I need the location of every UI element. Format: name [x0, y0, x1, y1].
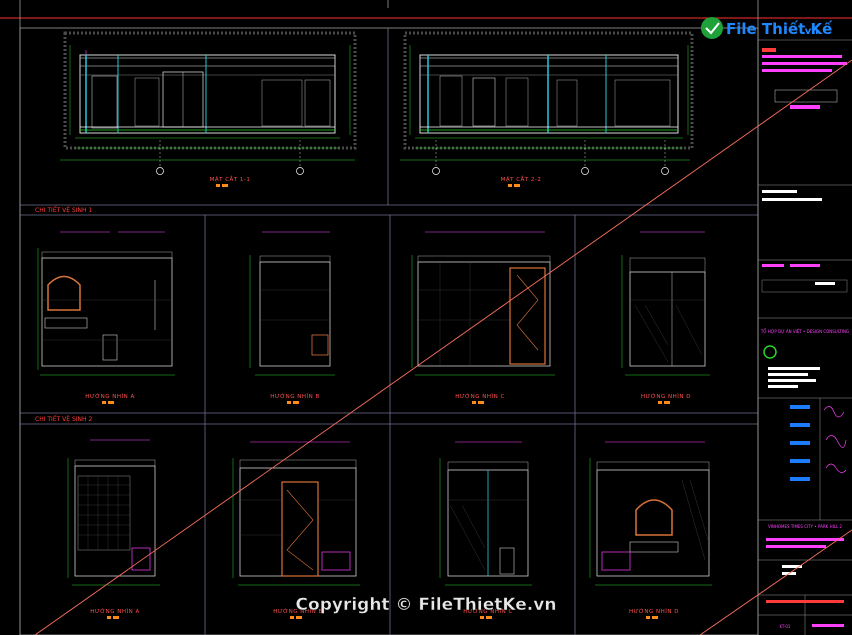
section-1-1-title: MẶT CẮT 1-1	[210, 175, 251, 183]
title-tag	[296, 616, 302, 619]
title-block-project: VINHOMES TIMES CITY • PARK HILL 2	[768, 524, 843, 529]
watermark-logo-suffix: .vn	[801, 26, 818, 37]
title-tag	[293, 401, 299, 404]
elevation-r2-a-title: HƯỚNG NHÌN A	[90, 608, 140, 615]
elevation-r1-d-title: HƯỚNG NHÌN D	[641, 393, 691, 400]
title-block-blue-bar	[790, 405, 810, 409]
title-tag	[646, 616, 650, 619]
title-block-line	[768, 385, 798, 388]
title-block-line	[766, 538, 844, 541]
title-block-line	[782, 565, 802, 568]
signature-icon	[823, 406, 847, 473]
elevation-r2-c-title: HƯỚNG NHÌN C	[463, 608, 513, 615]
title-block-line	[766, 600, 844, 603]
title-tag	[287, 401, 291, 404]
title-tag	[652, 616, 658, 619]
detail-group-1-label: CHI TIẾT VỆ SINH 1	[35, 206, 92, 214]
elevation-r2-c	[439, 441, 532, 586]
title-tag	[480, 616, 484, 619]
section-1-1-drawing	[60, 31, 357, 168]
elevation-r1-b-title: HƯỚNG NHÌN B	[270, 393, 320, 400]
elevation-r2-b-title: HƯỚNG NHÌN B	[273, 608, 323, 615]
elevation-r1-b	[249, 231, 335, 376]
elevation-r1-a-title: HƯỚNG NHÌN A	[85, 393, 135, 400]
elevation-r1-d	[621, 231, 710, 376]
title-block-blue-bar	[790, 423, 810, 427]
title-block	[757, 0, 852, 635]
title-tag	[290, 616, 294, 619]
section-2-2-drawing	[400, 31, 694, 168]
diagonal-line	[699, 529, 852, 635]
title-block-line	[768, 379, 816, 382]
title-tag	[508, 184, 512, 187]
section-2-2-title: MẶT CẮT 2-2	[501, 175, 542, 183]
logo-icon	[701, 17, 723, 39]
detail-group-2-label: CHI TIẾT VỆ SINH 2	[35, 415, 92, 423]
elevation-r2-a	[67, 439, 160, 586]
title-tag	[472, 401, 476, 404]
title-tag	[486, 616, 492, 619]
title-block-line	[768, 373, 808, 376]
watermark-logo	[701, 17, 723, 39]
title-tag	[108, 401, 114, 404]
title-tag	[222, 184, 228, 187]
watermark-logo-text: File Thiết Kế	[726, 19, 833, 38]
title-tag	[514, 184, 520, 187]
elevation-r1-c	[411, 231, 555, 376]
elevation-r2-d-title: HƯỚNG NHÌN D	[629, 608, 679, 615]
axis-bubble-icon	[432, 167, 440, 175]
diagonal-line	[34, 59, 852, 635]
title-block-code: KT-01	[780, 624, 791, 629]
elevation-r2-b	[232, 441, 360, 586]
logo-icon	[763, 345, 777, 359]
title-block-line	[768, 367, 820, 370]
title-tag	[658, 401, 662, 404]
title-block-line	[766, 545, 826, 548]
axis-bubble-icon	[661, 167, 669, 175]
elevation-r1-a	[37, 231, 175, 376]
axis-bubble-icon	[156, 167, 164, 175]
title-block-blue-bar	[790, 459, 810, 463]
title-tag	[107, 616, 111, 619]
title-block-blue-bar	[790, 477, 810, 481]
elevation-r1-c-title: HƯỚNG NHÌN C	[455, 393, 505, 400]
title-tag	[664, 401, 670, 404]
copyright-watermark: Copyright © FileThietKe.vn	[296, 595, 557, 615]
title-block-line	[812, 624, 844, 627]
axis-bubble-icon	[581, 167, 589, 175]
title-block-company: TỔ HỢP DỰ ÁN VIỆT • DESIGN CONSULTING	[760, 329, 849, 334]
title-tag	[478, 401, 484, 404]
title-tag	[216, 184, 220, 187]
title-tag	[113, 616, 119, 619]
axis-bubble-icon	[296, 167, 304, 175]
title-block-blue-bar	[790, 441, 810, 445]
title-tag	[102, 401, 106, 404]
elevation-r2-d	[589, 441, 712, 586]
